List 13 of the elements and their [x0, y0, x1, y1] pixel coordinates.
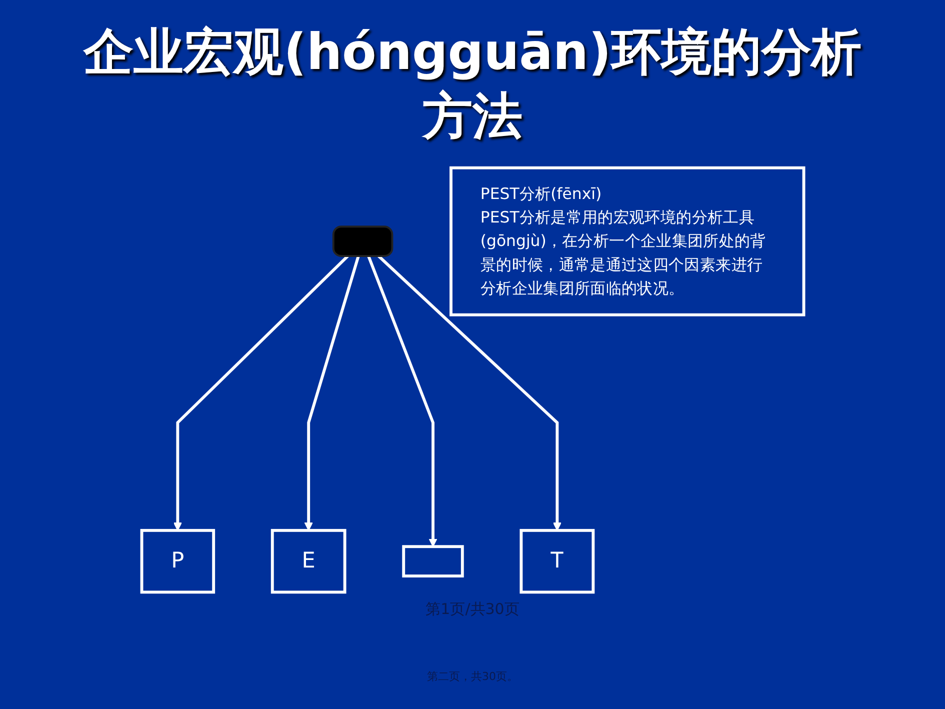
- slide-title: 企业宏观(hóngguān)环境的分析方法: [82, 22, 862, 147]
- arrow: [304, 256, 360, 531]
- node-box: P: [140, 528, 215, 594]
- arrow: [377, 254, 562, 531]
- node-box: [402, 545, 464, 578]
- arrow: [173, 254, 349, 531]
- node-box: PEST分析(fēnxī) PEST分析是常用的宏观环境的分析工具(gōngjù)，在分析一个企业集团所处的背景的时候，通常是通过这四个因素来进行分析企业集团所面临的状况。: [449, 166, 805, 316]
- page-number-text: 第1页/共30页: [424, 600, 520, 619]
- node-box: [332, 226, 393, 258]
- arrow: [366, 256, 438, 547]
- node-box: E: [270, 528, 346, 594]
- node-box: T: [519, 528, 594, 594]
- page-number-text: 第二页，共30页。: [426, 669, 519, 684]
